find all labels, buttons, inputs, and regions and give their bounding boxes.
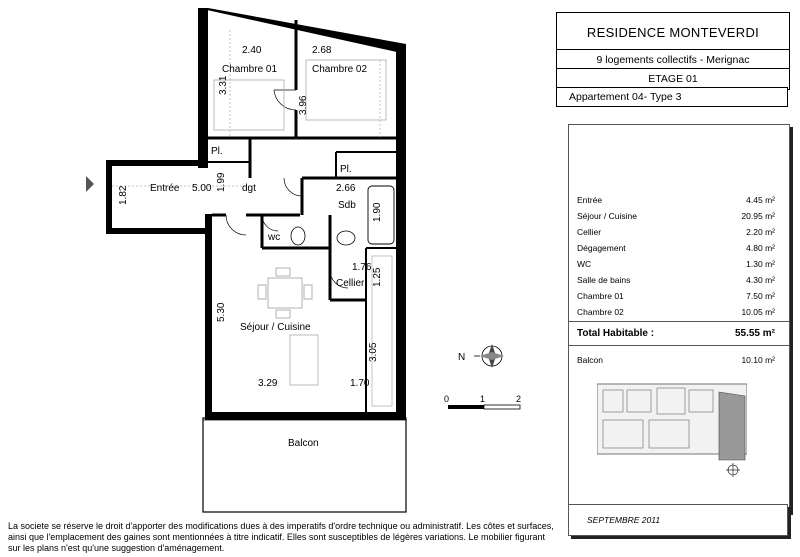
total-row: Total Habitable : 55.55 m² <box>577 328 775 339</box>
dim-329: 3.29 <box>258 378 278 389</box>
toilet <box>290 226 306 246</box>
dim-125: 1.25 <box>372 267 383 287</box>
dim-266: 2.66 <box>336 183 356 194</box>
label-wc: wc <box>267 232 280 243</box>
surface-value: 4.45 m² <box>746 195 775 205</box>
surface-label: Séjour / Cuisine <box>577 211 638 221</box>
label-sdb: Sdb <box>338 200 356 211</box>
bed-chambre01 <box>213 79 285 131</box>
balcony-area <box>202 417 407 513</box>
dim-268: 2.68 <box>312 45 332 56</box>
surface-row: Salle de bains 4.30 m² <box>577 275 775 285</box>
dim-305: 3.05 <box>368 342 379 362</box>
surface-table: Entrée 4.45 m² Séjour / Cuisine 20.95 m²… <box>568 124 790 512</box>
surface-value: 7.50 m² <box>746 291 775 301</box>
label-pl-2: Pl. <box>340 164 352 175</box>
label-dgt: dgt <box>242 183 256 194</box>
surface-label: Cellier <box>577 227 602 237</box>
disclaimer-text: La societe se réserve le droit d'apporte… <box>8 521 554 553</box>
sink <box>336 230 356 246</box>
bed-chambre02 <box>305 59 387 121</box>
surface-row: Séjour / Cuisine 20.95 m² <box>577 211 775 221</box>
surface-row: Chambre 02 10.05 m² <box>577 307 775 317</box>
surface-value: 1.30 m² <box>746 259 775 269</box>
kitchen-counter <box>371 255 393 407</box>
surface-label: Salle de bains <box>577 275 631 285</box>
dining-table <box>257 267 313 319</box>
label-sejour: Séjour / Cuisine <box>240 322 311 333</box>
label-entree: Entrée <box>150 183 180 194</box>
location-mini-plan <box>597 383 747 477</box>
scale-0: 0 <box>444 394 449 404</box>
surface-value: 4.30 m² <box>746 275 775 285</box>
mini-compass-icon <box>726 463 740 477</box>
label-chambre01: Chambre 01 <box>222 64 277 75</box>
highlighted-apartment <box>718 391 746 461</box>
label-pl-1: Pl. <box>211 146 223 157</box>
divider <box>569 321 789 322</box>
surface-value: 2.20 m² <box>746 227 775 237</box>
surface-row: Entrée 4.45 m² <box>577 195 775 205</box>
surface-row: Cellier 2.20 m² <box>577 227 775 237</box>
dim-396: 3.96 <box>298 95 309 115</box>
total-label: Total Habitable : <box>577 328 655 339</box>
total-value: 55.55 m² <box>734 328 775 339</box>
surface-value: 20.95 m² <box>741 211 775 221</box>
surface-label: Entrée <box>577 195 603 205</box>
surface-value: 10.05 m² <box>741 307 775 317</box>
surface-row: Dégagement 4.80 m² <box>577 243 775 253</box>
floor-plan-drawing: Chambre 01 Chambre 02 Entrée dgt Pl. Pl.… <box>86 8 521 513</box>
residence-title: RESIDENCE MONTEVERDI <box>556 12 790 52</box>
entry-arrow-icon <box>86 176 94 192</box>
compass-label: N <box>458 352 465 363</box>
dim-331: 3.31 <box>218 75 229 95</box>
date-card: SEPTEMBRE 2011 <box>568 504 788 536</box>
dim-199: 1.99 <box>216 172 227 192</box>
floor-plan: Chambre 01 Chambre 02 Entrée dgt Pl. Pl.… <box>86 8 521 513</box>
surface-row: Chambre 01 7.50 m² <box>577 291 775 301</box>
residence-subtitle: 9 logements collectifs - Merignac <box>556 49 790 71</box>
balcon-label: Balcon <box>577 355 603 365</box>
dim-190: 1.90 <box>372 202 383 222</box>
surface-value: 4.80 m² <box>746 243 775 253</box>
surface-row: WC 1.30 m² <box>577 259 775 269</box>
balcon-value: 10.10 m² <box>741 355 775 365</box>
surface-label: WC <box>577 259 592 269</box>
dim-240: 2.40 <box>242 45 262 56</box>
scale-2: 2 <box>516 394 521 404</box>
date-label: SEPTEMBRE 2011 <box>587 515 661 525</box>
scale-bar <box>448 404 521 410</box>
door-swings <box>225 89 349 289</box>
dim-170: 1.70 <box>350 378 370 389</box>
surface-label: Chambre 01 <box>577 291 624 301</box>
surface-label: Chambre 02 <box>577 307 624 317</box>
dim-176: 1.76 <box>352 262 372 273</box>
divider <box>569 345 789 346</box>
balcon-row: Balcon 10.10 m² <box>577 355 775 365</box>
bathtub <box>367 185 395 245</box>
sofa <box>289 334 319 386</box>
dim-530: 5.30 <box>216 302 227 322</box>
label-chambre02: Chambre 02 <box>312 64 367 75</box>
dim-500: 5.00 <box>192 183 212 194</box>
scale-1: 1 <box>480 394 485 404</box>
outer-walls <box>106 8 406 420</box>
surface-label: Dégagement <box>577 243 626 253</box>
label-balcon: Balcon <box>288 438 319 449</box>
compass-icon <box>474 344 504 368</box>
dim-182: 1.82 <box>118 185 129 205</box>
interior-walls <box>208 20 396 412</box>
appartement-label: Appartement 04- Type 3 <box>556 87 788 107</box>
label-cellier: Cellier <box>336 278 365 289</box>
